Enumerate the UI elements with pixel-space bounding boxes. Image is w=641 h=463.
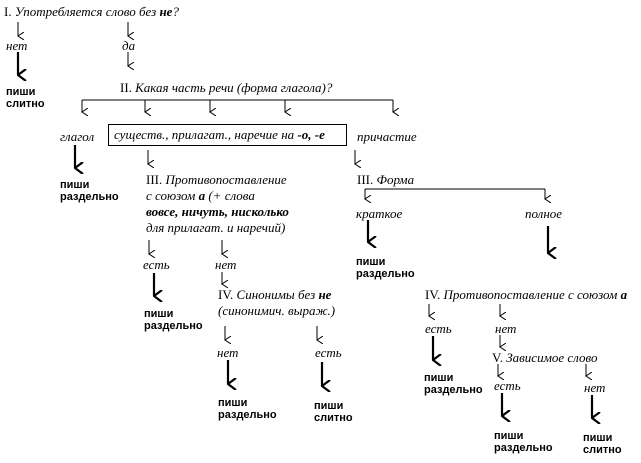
question-number: III. [146, 172, 163, 187]
question-bold: а [620, 287, 628, 302]
parts-of-speech-text: существ., прилагат., наречие на -о, -е [114, 127, 325, 142]
label-da: да [122, 38, 136, 53]
result-pishi-razdelno: пиши раздельно [144, 308, 203, 332]
question-number: V. [492, 350, 503, 365]
result-word-pishi: пиши [583, 432, 613, 444]
label-est: есть [143, 257, 170, 272]
question-text: для прилагат. и наречий) [146, 220, 286, 235]
question-4b: IV. Противопоставление с союзом а [425, 287, 627, 302]
result-pishi-slitno: пиши слитно [583, 432, 622, 456]
label-polnoe: полное [525, 206, 563, 221]
question-text: Зависимое слово [506, 350, 598, 365]
question-number: II. [120, 80, 132, 95]
label-net: нет [584, 380, 606, 395]
result-pishi-slitno: пиши слитно [6, 86, 45, 110]
result-word-pishi: пиши [6, 86, 36, 98]
question-4a: IV. Синонимы без не (синонимич. выраж.) [218, 287, 335, 319]
label-glagol: глагол [60, 129, 95, 144]
result-word-slitno: слитно [6, 98, 45, 110]
question-mark: ? [172, 4, 179, 19]
result-word-pishi: пиши [494, 430, 524, 442]
question-number: III. [357, 172, 374, 187]
result-word-slitno: слитно [583, 444, 622, 456]
question-text: Какая часть речи (форма глагола)? [135, 80, 333, 95]
parts-of-speech-box [108, 124, 347, 146]
result-word-pishi: пиши [356, 256, 386, 268]
label-net: нет [6, 38, 28, 53]
result-pishi-razdelno: пиши раздельно [356, 256, 415, 280]
result-pishi-razdelno: пиши раздельно [424, 372, 483, 396]
question-text: Противопоставление [165, 172, 287, 187]
question-number: IV. [218, 287, 234, 302]
question-number: I. [4, 4, 12, 19]
result-word-razdelno: раздельно [144, 320, 203, 332]
label-net: нет [215, 257, 237, 272]
result-word-razdelno: раздельно [424, 384, 483, 396]
question-text: (+ слова [208, 188, 255, 203]
question-text: Форма [376, 172, 415, 187]
question-5: V. Зависимое слово [492, 350, 597, 365]
label-prichastie: причастие [357, 129, 417, 144]
question-bold: а [198, 188, 206, 203]
question-2: II. Какая часть речи (форма глагола)? [120, 80, 332, 95]
box-text: существ., прилагат., наречие на [114, 127, 295, 142]
question-ne: не [318, 287, 332, 302]
question-words: вовсе, ничуть, нисколько [146, 204, 289, 219]
label-est: есть [425, 321, 452, 336]
question-3a: III. Противопоставление с союзом а (+ сл… [146, 172, 289, 236]
result-pishi-razdelno: пиши раздельно [494, 430, 553, 454]
question-text: Употребляется слово без [14, 4, 157, 19]
result-pishi-slitno: пиши слитно [314, 400, 353, 424]
result-pishi-razdelno: пиши раздельно [60, 179, 119, 203]
result-word-pishi: пиши [424, 372, 454, 384]
question-text: Синонимы без [236, 287, 316, 302]
label-kratkoe: краткое [356, 206, 403, 221]
result-pishi-razdelno: пиши раздельно [218, 397, 277, 421]
label-net: нет [217, 345, 239, 360]
result-word-pishi: пиши [60, 179, 90, 191]
label-net: нет [495, 321, 517, 336]
question-ne: не [159, 4, 173, 19]
result-word-pishi: пиши [144, 308, 174, 320]
question-text: Противопоставление с союзом [443, 287, 618, 302]
question-number: IV. [425, 287, 441, 302]
result-word-razdelno: раздельно [218, 409, 277, 421]
question-text: (синонимич. выраж.) [218, 303, 336, 318]
result-word-pishi: пиши [218, 397, 248, 409]
label-est: есть [494, 378, 521, 393]
question-1: I. Употребляется слово без не? [4, 4, 179, 19]
result-word-pishi: пиши [314, 400, 344, 412]
label-est: есть [315, 345, 342, 360]
question-3b: III. Форма [357, 172, 414, 187]
result-word-razdelno: раздельно [494, 442, 553, 454]
result-word-razdelno: раздельно [60, 191, 119, 203]
result-word-razdelno: раздельно [356, 268, 415, 280]
result-word-slitno: слитно [314, 412, 353, 424]
question-text: с союзом [146, 188, 196, 203]
box-suffix: -о, -е [297, 127, 325, 142]
